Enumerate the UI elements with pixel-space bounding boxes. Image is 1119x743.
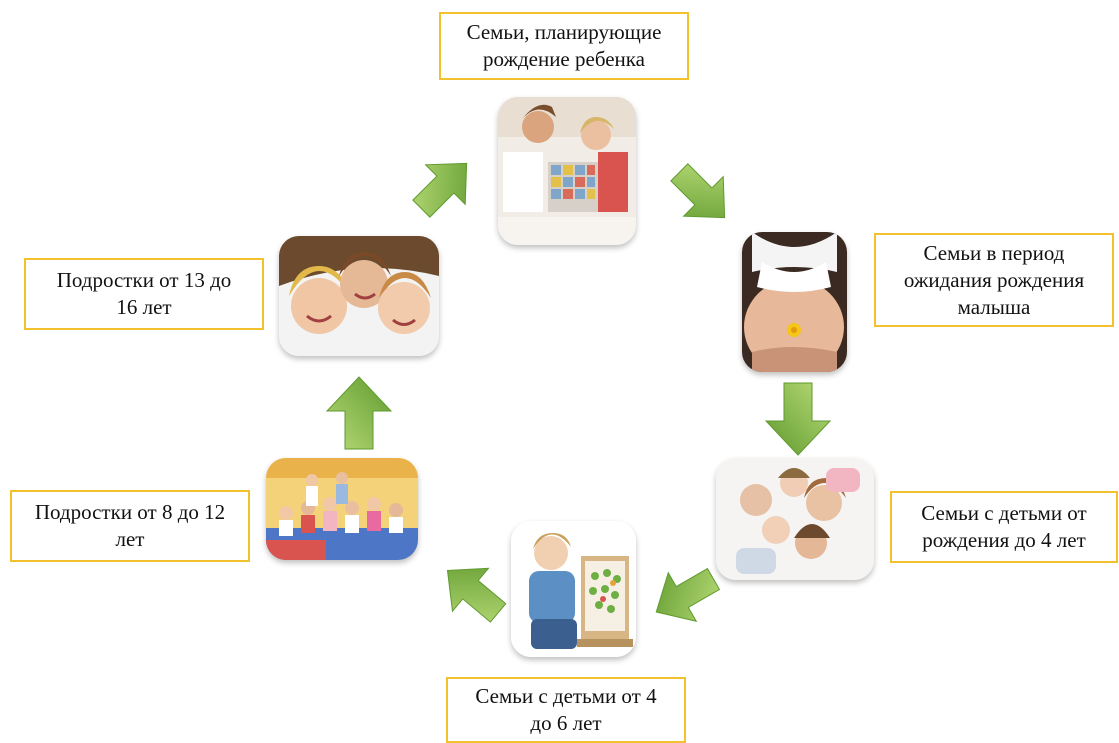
arrow-up-icon bbox=[325, 376, 393, 450]
arrow-kids-to-teens bbox=[319, 368, 399, 458]
stage-photo-expecting bbox=[742, 232, 847, 372]
stage-photo-teens bbox=[279, 236, 439, 356]
stage-label-preschool: Семьи с детьми от 4 до 6 лет bbox=[446, 677, 686, 743]
arrow-newborn-to-preschool bbox=[644, 556, 724, 636]
stage-photo-preschool bbox=[511, 521, 636, 657]
arrow-up-left-icon bbox=[446, 567, 507, 623]
arrow-down-icon bbox=[764, 382, 832, 456]
arrow-expecting-to-newborn bbox=[758, 374, 838, 464]
kids-gym-image bbox=[266, 458, 418, 560]
stage-photo-planning bbox=[498, 97, 636, 245]
stage-label-expecting: Семьи в период ожидания рождения малыша bbox=[874, 233, 1114, 327]
couple-puzzle-image bbox=[498, 97, 636, 245]
boy-toy-image bbox=[511, 521, 636, 657]
stage-label-teens: Подростки от 13 до 16 лет bbox=[24, 258, 264, 330]
stage-label-newborn: Семьи с детьми от рождения до 4 лет bbox=[890, 491, 1118, 563]
pregnant-belly-image bbox=[742, 232, 847, 372]
stage-label-planning: Семьи, планирующие рождение ребенка bbox=[439, 12, 689, 80]
teenagers-image bbox=[279, 236, 439, 356]
arrow-planning-to-expecting bbox=[662, 155, 742, 235]
arrow-down-left-icon bbox=[655, 567, 721, 622]
arrow-teens-to-planning bbox=[404, 146, 484, 226]
stage-label-kids: Подростки от 8 до 12 лет bbox=[10, 490, 250, 562]
stage-photo-newborn bbox=[716, 458, 874, 580]
stage-photo-kids bbox=[266, 458, 418, 560]
mothers-babies-image bbox=[716, 458, 874, 580]
arrow-up-right-icon bbox=[412, 162, 468, 218]
arrow-preschool-to-kids bbox=[432, 551, 512, 631]
arrow-right-icon bbox=[670, 163, 726, 219]
